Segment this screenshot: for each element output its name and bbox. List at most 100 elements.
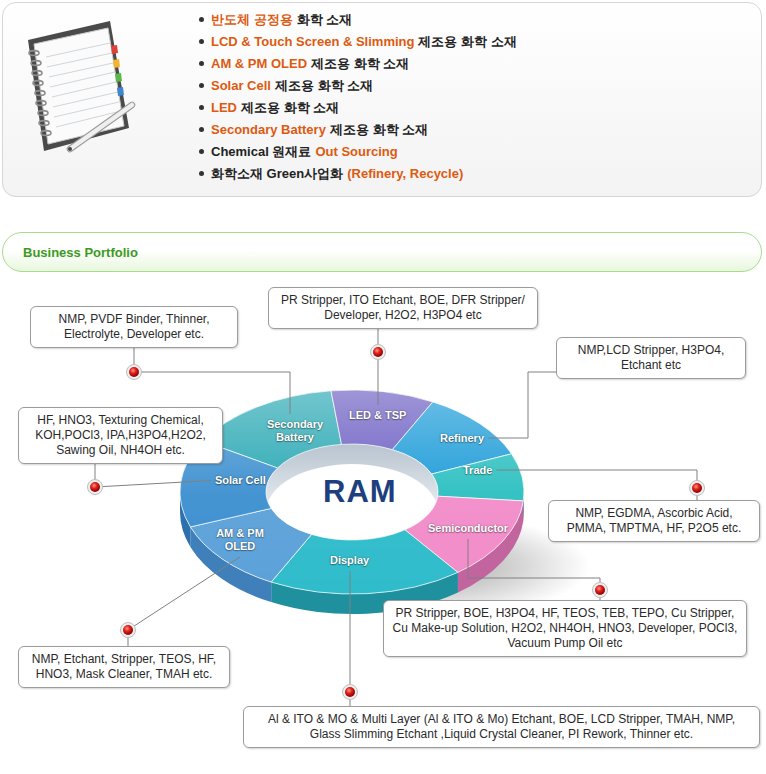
node-text: Solar Cell bbox=[211, 78, 271, 93]
leader-dot bbox=[90, 482, 100, 492]
leader-dot-ring bbox=[690, 481, 705, 496]
notebook-cover bbox=[28, 21, 129, 151]
leader-line bbox=[378, 329, 379, 405]
leader-dot bbox=[345, 687, 355, 697]
segment-label: Secondary Battery bbox=[260, 416, 330, 446]
ring bbox=[29, 51, 39, 56]
node-text: LED & TSP bbox=[349, 409, 406, 422]
node-text: NMP,LCD Stripper, H3PO4, Etchant etc bbox=[565, 343, 737, 373]
bullet-dot bbox=[199, 127, 204, 132]
bullet-dot bbox=[199, 171, 204, 176]
leader-line bbox=[128, 557, 240, 646]
node-text: Secondary Battery bbox=[211, 122, 326, 137]
node-text: Al & ITO & MO & Multi Layer (Al & ITO & … bbox=[252, 712, 751, 742]
leader-dot bbox=[129, 367, 139, 377]
bullet-line: LED 제조용 화학 소재 bbox=[199, 97, 517, 119]
node-text: 제조용 화학 소재 bbox=[241, 100, 339, 115]
leader-line bbox=[95, 464, 211, 487]
page-tab bbox=[113, 59, 120, 68]
section-band: Business Portfolio bbox=[2, 232, 762, 272]
pencil-body bbox=[70, 105, 132, 149]
bullet-dot bbox=[199, 61, 204, 66]
bullet-line: Solar Cell 제조용 화학 소재 bbox=[199, 75, 517, 97]
leader-dot bbox=[595, 585, 605, 595]
page-tab bbox=[111, 45, 118, 54]
ring-hole bbox=[266, 444, 438, 540]
bullet-line: LCD & Touch Screen & Slimming 제조용 화학 소재 bbox=[199, 31, 517, 53]
node-text: Chemical 원재료 bbox=[211, 144, 311, 159]
node-text: LCD & Touch Screen & Slimming bbox=[211, 34, 414, 49]
page-line bbox=[46, 43, 110, 57]
ring-gloss bbox=[180, 390, 524, 594]
bullet-line: AM & PM OLED 제조용 화학 소재 bbox=[199, 53, 517, 75]
node-text: PR Stripper, ITO Etchant, BOE, DFR Strip… bbox=[277, 293, 529, 323]
node-text: NMP, PVDF Binder, Thinner, Electrolyte, … bbox=[39, 312, 229, 342]
notebook-page bbox=[34, 28, 124, 144]
leader-line bbox=[134, 348, 290, 414]
pencil-tip bbox=[68, 147, 72, 151]
callout-box: NMP, Etchant, Stripper, TEOS, HF, HNO3, … bbox=[18, 646, 230, 688]
callout-box: NMP,LCD Stripper, H3PO4, Etchant etc bbox=[556, 337, 746, 379]
bullet-list: 반도체 공정용 화학 소재 LCD & Touch Screen & Slimmin… bbox=[199, 9, 517, 185]
segment-label: Solar Cell bbox=[213, 472, 268, 489]
ring bbox=[35, 91, 45, 96]
ring bbox=[41, 131, 51, 136]
bullet-dot bbox=[199, 83, 204, 88]
callout-box: Al & ITO & MO & Multi Layer (Al & ITO & … bbox=[243, 706, 760, 748]
node-text: (Refinery, Recycle) bbox=[347, 166, 463, 181]
node-text: Trade bbox=[463, 464, 492, 477]
node-text: Solar Cell bbox=[215, 474, 266, 487]
node-text: 화학소재 Green사업화 bbox=[211, 166, 343, 181]
notebook-icon bbox=[28, 21, 132, 151]
bullet-dot bbox=[199, 105, 204, 110]
ring bbox=[32, 71, 42, 76]
bullet-line: Chemical 원재료 Out Sourcing bbox=[199, 141, 517, 163]
node-text: 제조용 화학 소재 bbox=[275, 78, 373, 93]
leader-dot-ring bbox=[371, 345, 386, 360]
node-text: Display bbox=[330, 554, 369, 567]
segment-label: LED & TSP bbox=[347, 407, 408, 424]
segment-label: AM & PM OLED bbox=[211, 525, 269, 555]
ring bbox=[33, 81, 43, 86]
leader-dot bbox=[123, 625, 133, 635]
node-text: 반도체 공정용 bbox=[211, 12, 293, 27]
segment-label: Trade bbox=[461, 462, 494, 479]
node-text: 제조용 화학 소재 bbox=[311, 56, 409, 71]
node-text: LED bbox=[211, 100, 237, 115]
ring bbox=[38, 111, 48, 116]
node-text: 제조용 화학 소재 bbox=[418, 34, 516, 49]
ring bbox=[31, 61, 41, 66]
node-text: AM & PM OLED bbox=[211, 56, 307, 71]
bullet-line: Secondary Battery 제조용 화학 소재 bbox=[199, 119, 517, 141]
ring bbox=[39, 121, 49, 126]
node-text: Semiconductor bbox=[428, 522, 508, 535]
node-text: PR Stripper, BOE, H3PO4, HF, TEOS, TEB, … bbox=[392, 606, 738, 651]
node-text: Out Sourcing bbox=[315, 144, 397, 159]
node-text: NMP, Etchant, Stripper, TEOS, HF, HNO3, … bbox=[27, 652, 221, 682]
leader-dot-ring bbox=[88, 480, 103, 495]
node-text: HF, HNO3, Texturing Chemical, KOH,POCl3,… bbox=[27, 413, 214, 458]
node-text: 제조용 화학 소재 bbox=[330, 122, 428, 137]
node-text: AM & PM OLED bbox=[213, 527, 267, 553]
leader-line bbox=[488, 372, 556, 438]
node-text: Business Portfolio bbox=[23, 245, 138, 260]
page-tab bbox=[117, 87, 124, 96]
bullet-line: 반도체 공정용 화학 소재 bbox=[199, 9, 517, 31]
segment-label: Semiconductor bbox=[426, 520, 510, 537]
node-text: 화학 소재 bbox=[297, 12, 353, 27]
center-label: RAM bbox=[323, 475, 397, 509]
spiral-rings bbox=[29, 51, 51, 136]
callout-box: HF, HNO3, Texturing Chemical, KOH,POCl3,… bbox=[18, 407, 223, 464]
pencil-outline bbox=[70, 105, 132, 149]
callout-box: NMP, EGDMA, Ascorbic Acid, PMMA, TMPTMA,… bbox=[548, 500, 760, 542]
callout-box: PR Stripper, BOE, H3PO4, HF, TEOS, TEB, … bbox=[383, 600, 747, 657]
node-text: Secondary Battery bbox=[262, 418, 328, 444]
page-lines bbox=[46, 43, 121, 127]
leader-dot-ring bbox=[593, 583, 608, 598]
callout-box: PR Stripper, ITO Etchant, BOE, DFR Strip… bbox=[268, 287, 538, 329]
segment-label: Display bbox=[328, 552, 371, 569]
bullet-line: 화학소재 Green사업화 (Refinery, Recycle) bbox=[199, 163, 517, 185]
ring bbox=[36, 101, 46, 106]
leader-dot-ring bbox=[127, 365, 142, 380]
